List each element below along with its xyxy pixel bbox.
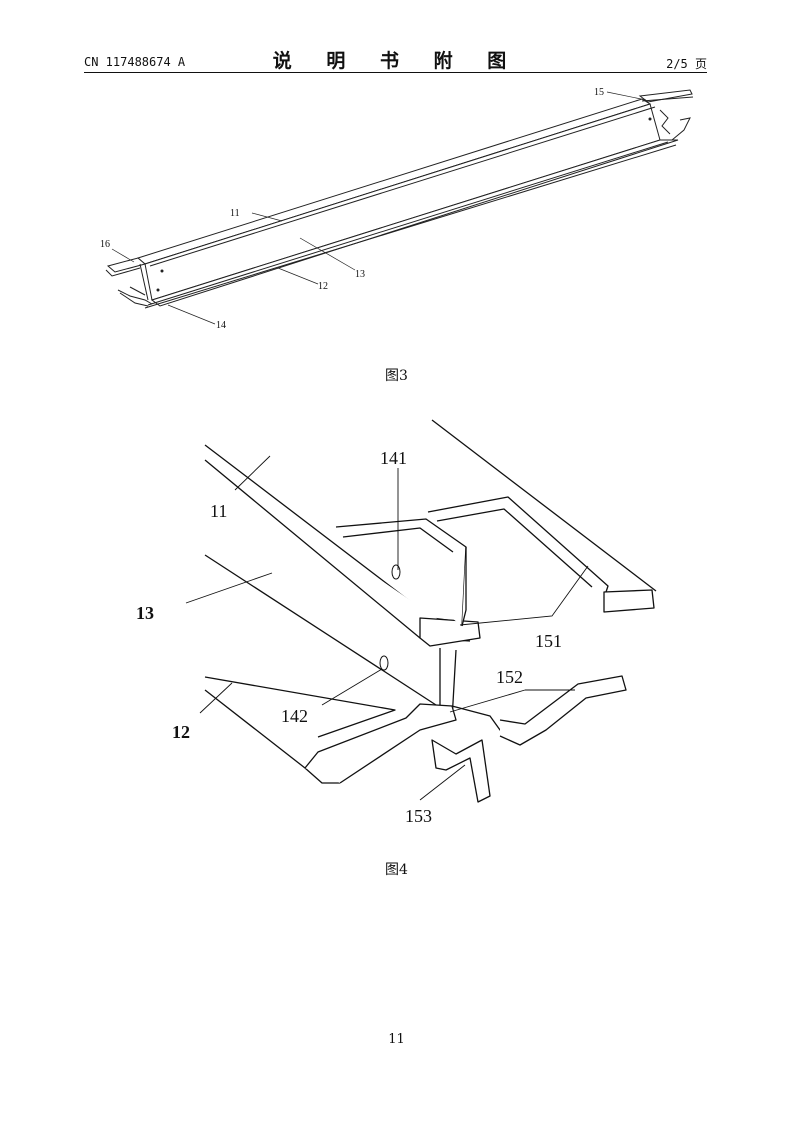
figure-3-drawing: 11 12 13 14 15 16 xyxy=(100,87,694,331)
figure-3-caption: 图3 xyxy=(385,368,408,384)
fig4-label-13: 13 xyxy=(136,603,154,623)
fig3-label-12: 12 xyxy=(318,281,328,292)
page-count: 2/5 页 xyxy=(666,57,707,71)
fig4-label-152: 152 xyxy=(496,667,523,687)
fig4-label-151: 151 xyxy=(535,631,562,651)
fig4-label-11: 11 xyxy=(210,501,227,521)
fig3-label-15: 15 xyxy=(594,87,604,98)
fig4-label-12: 12 xyxy=(172,722,190,742)
fig3-label-11: 11 xyxy=(230,208,240,219)
fig4-label-153: 153 xyxy=(405,806,432,826)
patent-number: CN 117488674 A xyxy=(84,55,186,69)
page-number: 11 xyxy=(388,1032,405,1047)
fig3-label-14: 14 xyxy=(216,320,226,331)
header-rule xyxy=(84,72,707,73)
page-title: 说 明 书 附 图 xyxy=(272,50,521,72)
figure-4-drawing: 11 12 13 141 142 151 152 153 xyxy=(136,419,657,826)
fig3-label-13: 13 xyxy=(355,269,365,280)
figure-4-caption: 图4 xyxy=(385,862,408,878)
fig4-label-142: 142 xyxy=(281,706,308,726)
fig3-label-16: 16 xyxy=(100,239,110,250)
fig4-label-141: 141 xyxy=(380,448,407,468)
